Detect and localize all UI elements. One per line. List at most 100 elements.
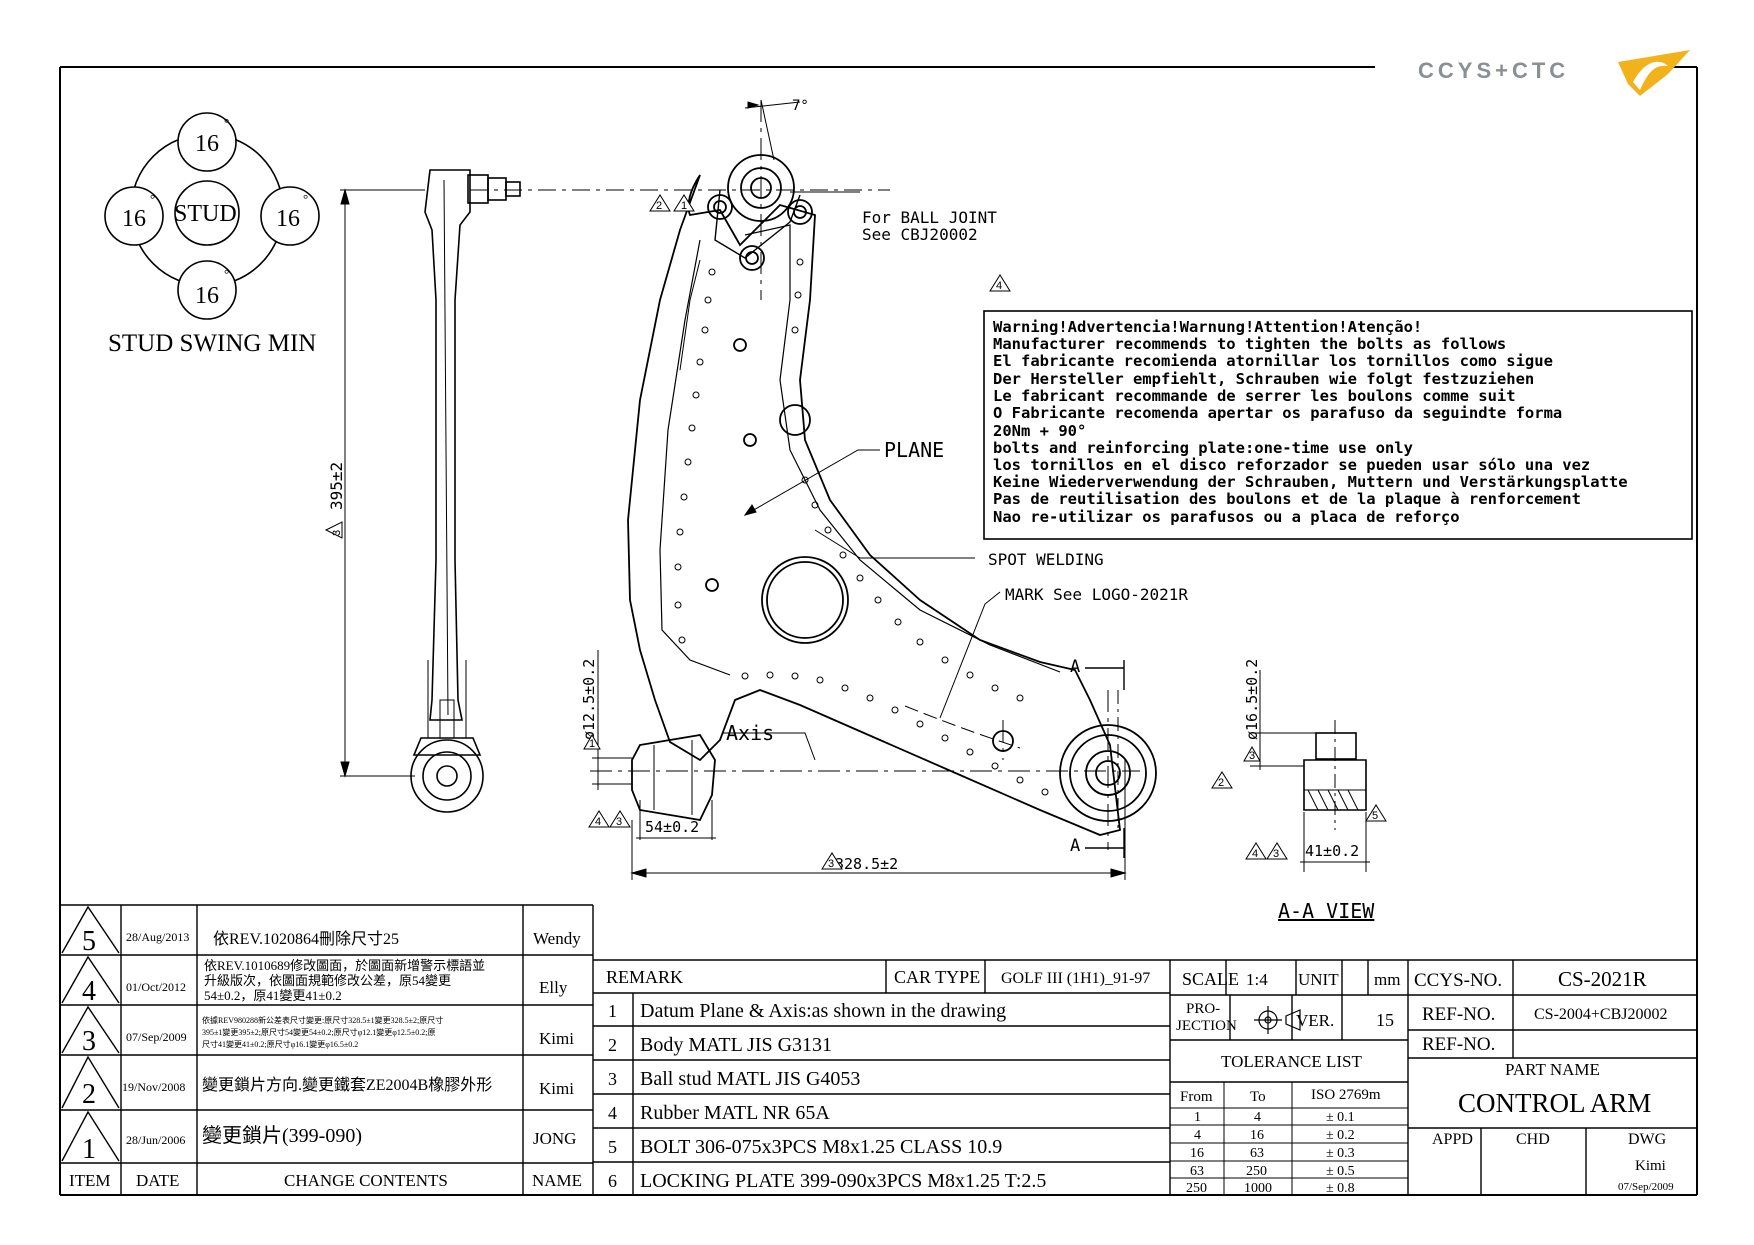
rev-header-item: ITEM — [69, 1171, 111, 1190]
dwg-date: 07/Sep/2009 — [1618, 1181, 1674, 1193]
revision-table: 5 4 3 2 1 28/Aug/2013 01/Oct/2012 07/Sep… — [69, 926, 582, 1190]
dwg-label: DWG — [1628, 1131, 1667, 1148]
rev-item-2: 2 — [82, 1079, 96, 1110]
svg-text:250: 250 — [1186, 1181, 1207, 1196]
svg-text:4: 4 — [595, 816, 601, 828]
company-logo: CCYS+CTC — [1418, 50, 1690, 96]
rev-date: 01/Oct/2012 — [126, 980, 186, 994]
length-dimension-label: 395±2 — [327, 462, 346, 510]
svg-text:4: 4 — [608, 1103, 617, 1123]
rev-contents: 變更鎖片方向.變更鐵套ZE2004B橡膠外形 — [202, 1075, 492, 1094]
rev-item-1: 1 — [82, 1134, 96, 1165]
svg-text:Le fabricant recommande de ser: Le fabricant recommande de serrer les bo… — [993, 387, 1516, 405]
warning-text: Warning!Advertencia!Warnung!Attention!At… — [993, 318, 1628, 526]
swing-circle-top — [177, 112, 237, 172]
ref-no-label-2: REF-NO. — [1422, 1034, 1495, 1055]
axis-label: Axis — [726, 721, 774, 745]
svg-text:1000: 1000 — [1244, 1181, 1272, 1196]
rev-item-3: 3 — [82, 1026, 96, 1057]
svg-text:2: 2 — [1218, 777, 1224, 789]
projection-label-2: JECTION — [1176, 1018, 1237, 1034]
svg-text:20Nm + 90°: 20Nm + 90° — [993, 422, 1086, 440]
swing-circle-bottom — [177, 260, 237, 320]
rev-header-name: NAME — [532, 1171, 582, 1190]
title-block: SCALE 1:4 UNIT mm PRO- JECTION VER. 15 T… — [1176, 967, 1674, 1196]
aa-section-view — [1250, 670, 1370, 872]
section-label-top: A — [1070, 657, 1080, 677]
drawing-frame — [59, 66, 1698, 1196]
rev-contents: 依REV.1020864刪除尺寸25 — [213, 930, 399, 948]
svg-text:El fabricante recomienda atorn: El fabricante recomienda atornillar los … — [993, 352, 1553, 370]
car-type-label: CAR TYPE — [894, 967, 980, 987]
svg-text:16: 16 — [1250, 1128, 1264, 1143]
rev-name: Kimi — [539, 1079, 574, 1098]
revision-table-grid — [60, 904, 594, 1195]
side-view — [410, 169, 521, 813]
svg-text:°: ° — [150, 191, 155, 206]
plane-label: PLANE — [884, 438, 944, 462]
swing-angle-top: 16 — [195, 131, 219, 157]
bush-dia-label: ø12.5±0.2 — [580, 659, 598, 740]
svg-text:3: 3 — [608, 1069, 617, 1089]
aa-dia-label: ø16.5±0.2 — [1243, 659, 1261, 740]
swing-circle-right — [260, 186, 320, 246]
rev-name: Wendy — [533, 929, 581, 948]
swing-angle-left: 16 — [122, 206, 146, 232]
centerlines — [590, 100, 1140, 850]
rev-item-5: 5 — [82, 926, 96, 957]
svg-text:2: 2 — [608, 1035, 617, 1055]
remark-header: REMARK — [606, 967, 683, 987]
appd-label: APPD — [1432, 1131, 1473, 1148]
svg-text:± 0.1: ± 0.1 — [1326, 1110, 1355, 1125]
spot-weld-dots — [674, 258, 1049, 796]
angle-label: 7° — [792, 98, 809, 114]
scale-label: SCALE — [1182, 969, 1239, 989]
rev-contents: 395±1變更395±2;原尺寸54變更54±0.2;原尺寸φ12.1變更φ12… — [202, 1027, 435, 1037]
leader-lines — [723, 191, 1021, 761]
logo-text: CCYS+CTC — [1418, 58, 1569, 83]
svg-text:5: 5 — [1372, 810, 1378, 822]
svg-text:1: 1 — [589, 738, 595, 750]
svg-text:Warning!Advertencia!Warnung!At: Warning!Advertencia!Warnung!Attention!At… — [993, 318, 1422, 336]
dwg-name: Kimi — [1635, 1158, 1666, 1174]
svg-text:63: 63 — [1250, 1146, 1264, 1161]
svg-text:1: 1 — [681, 200, 687, 212]
ball-joint-angle — [744, 99, 801, 161]
ver-label: VER. — [1296, 1011, 1334, 1030]
svg-text:6: 6 — [608, 1171, 617, 1191]
svg-text:± 0.5: ± 0.5 — [1326, 1164, 1355, 1179]
svg-text:To: To — [1250, 1089, 1266, 1105]
section-label-bottom: A — [1070, 836, 1080, 856]
svg-text:3: 3 — [1273, 848, 1279, 860]
svg-text:Rubber MATL NR 65A: Rubber MATL NR 65A — [640, 1102, 830, 1124]
rev-contents: 依REV.1010689修改圖面，於圖面新增警示標語並 — [204, 958, 485, 973]
rev-header-contents: CHANGE CONTENTS — [284, 1171, 448, 1190]
tolerance-title: TOLERANCE LIST — [1221, 1052, 1362, 1071]
unit-label: UNIT — [1298, 970, 1339, 989]
svg-text:BOLT 306-075x3PCS M8x1.25 CLAS: BOLT 306-075x3PCS M8x1.25 CLASS 10.9 — [640, 1136, 1002, 1158]
svg-text:3: 3 — [616, 816, 622, 828]
svg-text:3: 3 — [828, 858, 834, 870]
remark-table: REMARK CAR TYPE GOLF III (1H1)_91-97 1 D… — [606, 967, 1150, 1192]
marker-3-length: 3 — [324, 521, 343, 539]
stud-swing-diagram — [104, 112, 320, 320]
aa-view-title: A-A VIEW — [1278, 899, 1375, 923]
svg-text:°: ° — [303, 191, 308, 206]
svg-text:16: 16 — [1190, 1146, 1204, 1161]
ref-no-label: REF-NO. — [1422, 1004, 1495, 1025]
svg-text:O Fabricante recomenda apertar: O Fabricante recomenda apertar os parafu… — [993, 404, 1562, 422]
length-dimension — [340, 188, 890, 778]
svg-text:Der Hersteller empfiehlt, Schr: Der Hersteller empfiehlt, Schrauben wie … — [993, 370, 1534, 388]
svg-text:Body MATL JIS G3131: Body MATL JIS G3131 — [640, 1034, 832, 1056]
rev-name: Kimi — [539, 1029, 574, 1048]
svg-text:4: 4 — [996, 280, 1002, 292]
rev-name: JONG — [533, 1129, 576, 1148]
ccys-no-value: CS-2021R — [1558, 967, 1647, 991]
span-label: 328.5±2 — [835, 855, 898, 873]
ref-no-value: CS-2004+CBJ20002 — [1534, 1006, 1668, 1023]
svg-text:3: 3 — [331, 530, 343, 536]
rev-date: 19/Nov/2008 — [122, 1080, 185, 1094]
swing-caption: STUD SWING MIN — [108, 330, 316, 357]
svg-text:°: ° — [224, 266, 229, 281]
